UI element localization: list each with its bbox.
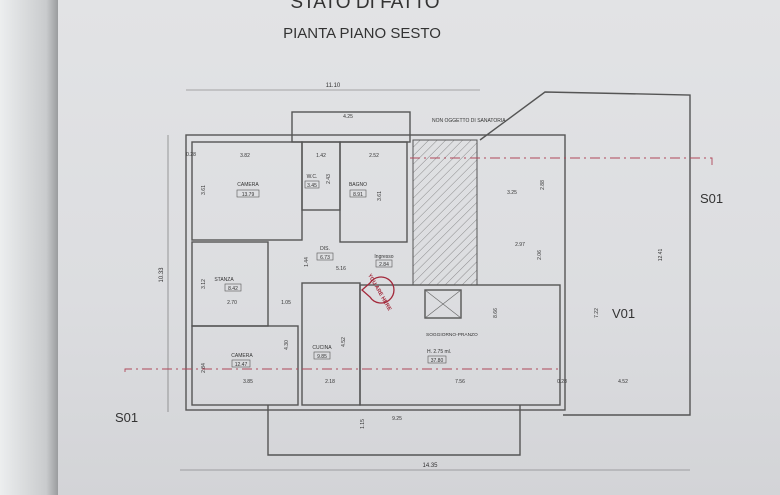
room-stanza-area: 8.42	[228, 286, 238, 292]
room-camera-area: 13.79	[242, 192, 255, 198]
dimension-label: 0.28	[186, 152, 196, 158]
dimension-label: 1.44	[304, 257, 310, 267]
dim-total-top: 11.10	[326, 83, 341, 89]
section-s01-left: S01	[115, 410, 138, 425]
dimension-label: 4.30	[284, 340, 290, 350]
dimension-label: 2.97	[515, 242, 525, 248]
dimension-label: 7.56	[455, 379, 465, 385]
dimension-label: 3.25	[507, 190, 517, 196]
wall-frame	[0, 0, 58, 495]
room-camera2-name: CAMERA	[231, 353, 253, 359]
room-dis-area: 6.73	[320, 255, 330, 261]
dimension-label: 3.61	[201, 185, 207, 195]
room-camera-name: CAMERA	[237, 182, 259, 188]
dimension-label: 1.15	[360, 419, 366, 429]
section-s01-right: S01	[700, 191, 723, 206]
dimension-label: 2.52	[369, 153, 379, 159]
room-dis-name: DIS.	[320, 246, 330, 252]
dimension-label: 4.25	[343, 114, 353, 120]
room-cucina-area: 9.85	[317, 354, 327, 360]
room-stanza-name: STANZA	[214, 277, 234, 283]
dimension-label: 3.61	[377, 191, 383, 201]
note-not-subject: NON OGGETTO DI SANATORIA	[432, 118, 506, 124]
room-soggiorno-height: H. 2.75 ml.	[427, 349, 451, 355]
dimension-label: 4.52	[341, 337, 347, 347]
room-bagno-name: BAGNO	[349, 182, 367, 188]
room-wc-area: 3.45	[307, 183, 317, 189]
dimension-label: 4.52	[618, 379, 628, 385]
room-camera2-area: 12.47	[235, 362, 248, 368]
dimension-label: 1.05	[281, 300, 291, 306]
dim-height: 10.33	[159, 267, 165, 283]
dim-total-bottom: 14.35	[422, 463, 438, 469]
dimension-label: 8.66	[493, 308, 499, 318]
plan-subtitle: PIANTA PIANO SESTO	[283, 25, 441, 42]
stairwell	[412, 139, 478, 286]
dimension-label: 2.84	[201, 363, 207, 373]
room-cucina-name: CUCINA	[312, 345, 332, 351]
dimension-label: 2.43	[326, 174, 332, 184]
dimension-label: 1.42	[316, 153, 326, 159]
room-bagno-area: 8.91	[353, 192, 363, 198]
dimension-label: 3.82	[240, 153, 250, 159]
room-ingresso-area: 2.84	[379, 262, 389, 268]
room-soggiorno-area: 37.80	[431, 358, 444, 364]
plan-title: STATO DI FATTO	[290, 0, 439, 13]
dimension-label: 0.28	[557, 379, 567, 385]
dimension-label: 7.22	[594, 308, 600, 318]
room-wc-name: W.C.	[307, 174, 318, 180]
elevator	[424, 289, 462, 319]
dimension-label: 2.70	[227, 300, 237, 306]
dimension-label: 9.25	[392, 416, 402, 422]
walls	[185, 91, 691, 456]
dimension-label: 5.16	[336, 266, 346, 272]
room-ingresso-name: Ingresso	[374, 254, 393, 260]
dimension-label: 2.88	[540, 180, 546, 190]
dimension-label: 2.06	[537, 250, 543, 260]
dimension-label: 3.12	[201, 279, 207, 289]
dimension-label: 3.85	[243, 379, 253, 385]
terrace-label: V01	[612, 306, 635, 321]
room-soggiorno-name: SOGGIORNO-PRANZO	[426, 332, 478, 338]
dimension-label: 2.18	[325, 379, 335, 385]
you-are-here-marker: YOU ARE HERE	[361, 273, 395, 312]
dimension-label: 12.41	[658, 249, 664, 262]
